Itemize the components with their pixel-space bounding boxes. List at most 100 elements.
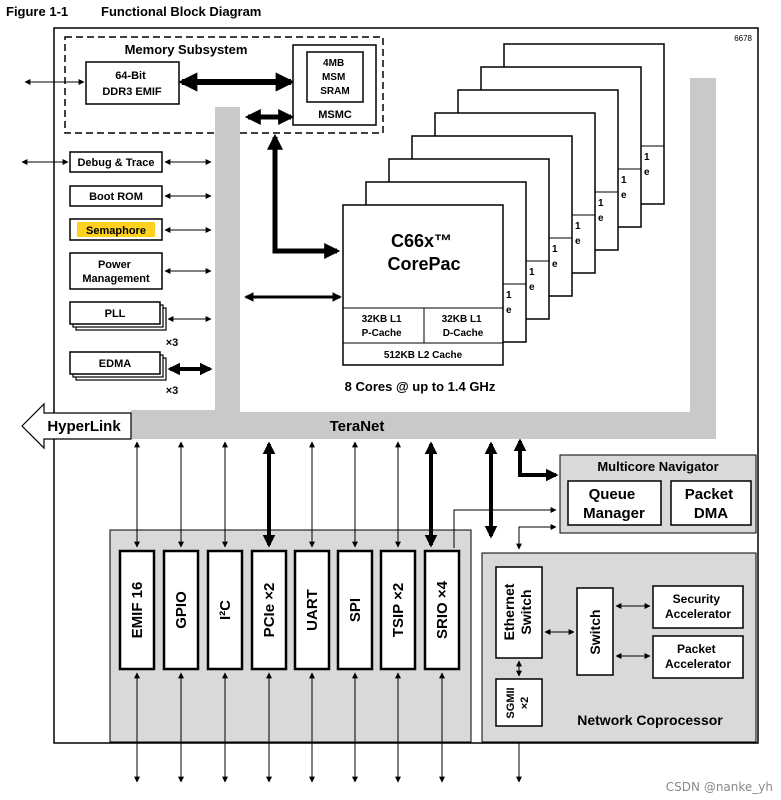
periph-bus-arrows — [134, 441, 498, 548]
msm-line1: 4MB — [323, 58, 344, 69]
sgmii-label-2: ×2 — [519, 697, 531, 710]
msm-line3: SRAM — [320, 86, 349, 97]
queue-line1: Queue — [589, 486, 636, 503]
figure-title: Functional Block Diagram — [101, 4, 262, 19]
stack-peek-5: 1 — [552, 244, 558, 255]
pacc-line1: Packet — [677, 642, 716, 656]
ethernet-label-2: Switch — [518, 589, 534, 634]
stack-peek-6: 1 — [529, 267, 535, 278]
hyperlink-arrow — [21, 402, 132, 450]
boot-rom-label: Boot ROM — [89, 191, 143, 203]
ddr3-line1: 64-Bit — [115, 70, 146, 82]
power-line2: Management — [82, 273, 150, 285]
watermark: CSDN @nanke_yh — [665, 780, 773, 794]
sgmii-block — [495, 678, 543, 727]
srio-navigator-arrow — [453, 507, 557, 548]
teranet-label: TeraNet — [330, 418, 385, 435]
stack-peek-e2: e — [621, 190, 627, 201]
l1d-line1: 32KB L1 — [442, 314, 482, 325]
sec-line2: Accelerator — [665, 607, 731, 621]
stack-peek-1: 1 — [644, 152, 650, 163]
pll-label: PLL — [105, 308, 126, 320]
svg-text:Packet DMA: Packet DMA — [685, 486, 738, 522]
svg-text:Security Accelerator: Security Accelerator — [665, 592, 731, 621]
ddr3-emif — [85, 61, 180, 105]
corepac-front — [342, 204, 504, 366]
svg-text:Queue Manager: Queue Manager — [583, 486, 645, 522]
packet-accelerator — [652, 635, 744, 679]
pdma-line2: DMA — [694, 505, 728, 522]
msm-line2: MSM — [322, 72, 345, 83]
periph-uart: UART — [304, 589, 321, 631]
edma-block — [69, 351, 161, 375]
hyperlink-label: HyperLink — [47, 418, 121, 435]
chip-outline — [53, 27, 759, 744]
stack-peek-e4: e — [575, 236, 581, 247]
svg-text:C66x™ CorePac: C66x™ CorePac — [387, 231, 460, 274]
stack-peek-7: 1 — [506, 290, 512, 301]
navigator-title: Multicore Navigator — [597, 459, 718, 474]
peripheral-boxes — [118, 549, 461, 671]
stack-peek-3: 1 — [598, 198, 604, 209]
pdma-line1: Packet — [685, 486, 733, 503]
bus-navigator-arrow — [513, 438, 559, 482]
cores-label: 8 Cores @ up to 1.4 GHz — [345, 379, 496, 394]
pll-block — [69, 301, 161, 325]
ethernet-switch — [495, 566, 543, 659]
svg-text:Power Management: Power Management — [82, 259, 150, 285]
stack-peek-e6: e — [529, 282, 535, 293]
svg-text:4MB MSM SRAM: 4MB MSM SRAM — [320, 58, 349, 97]
periph-gpio: GPIO — [173, 591, 190, 629]
part-number: 6678 — [734, 34, 752, 43]
edma-label: EDMA — [99, 358, 131, 370]
stack-peek-4: 1 — [575, 221, 581, 232]
coproc-navigator-arrow — [516, 524, 557, 550]
packet-dma — [670, 480, 752, 526]
stack-peek-e3: e — [598, 213, 604, 224]
boot-rom — [69, 185, 163, 207]
switch-block — [576, 587, 614, 676]
security-accelerator — [652, 585, 744, 629]
pll-count: ×3 — [166, 337, 179, 349]
pacc-line2: Accelerator — [665, 657, 731, 671]
periph-tsip: TSIP ×2 — [390, 583, 407, 637]
sec-line1: Security — [673, 592, 721, 606]
msmc-core-arrow — [266, 133, 341, 260]
debug-label: Debug & Trace — [77, 157, 154, 169]
periph-spi: SPI — [347, 598, 364, 622]
periph-srio: SRIO ×4 — [434, 580, 451, 639]
stack-peek-e1: e — [644, 167, 650, 178]
l1d-line2: D-Cache — [443, 328, 484, 339]
corepac-line1: C66x™ — [391, 231, 452, 251]
semaphore-highlight — [77, 222, 155, 237]
periph-emif16: EMIF 16 — [129, 582, 146, 639]
core-stack-peek: 1 e 1 e 1 e 1 e 1 e 1 e 1 e — [503, 145, 664, 316]
periph-i2c: I²C — [217, 600, 234, 620]
stack-peek-e5: e — [552, 259, 558, 270]
svg-text:Packet Accelerator: Packet Accelerator — [665, 642, 731, 671]
memory-subsystem-label: Memory Subsystem — [125, 42, 248, 57]
stack-peek-2: 1 — [621, 175, 627, 186]
ddr3-line2: DDR3 EMIF — [102, 86, 162, 98]
l1p-line2: P-Cache — [362, 328, 402, 339]
l2-cache: 512KB L2 Cache — [384, 350, 463, 361]
sgmii-label-1: SGMII — [505, 687, 517, 718]
debug-trace — [69, 151, 163, 173]
power-line1: Power — [98, 259, 132, 271]
edma-count: ×3 — [166, 385, 179, 397]
queue-line2: Manager — [583, 505, 645, 522]
switch-label: Switch — [587, 609, 603, 654]
stack-peek-e7: e — [506, 305, 512, 316]
l1p-line1: 32KB L1 — [362, 314, 402, 325]
periph-pcie: PCIe ×2 — [261, 583, 278, 638]
ethernet-label-1: Ethernet — [501, 583, 517, 640]
msm-sram — [306, 51, 364, 103]
corepac-line2: CorePac — [387, 254, 460, 274]
figure-number: Figure 1-1 — [6, 4, 69, 19]
queue-manager — [567, 480, 662, 526]
svg-text:32KB L1 P-Cache 32KB L: 32KB L1 P-Cache 32KB L1 D-Cache — [362, 314, 485, 339]
semaphore-label: Semaphore — [86, 225, 146, 237]
coprocessor-title: Network Coprocessor — [577, 712, 723, 728]
svg-text:64-Bit DDR3 EMIF: 64-Bit DDR3 EMIF — [102, 70, 162, 98]
